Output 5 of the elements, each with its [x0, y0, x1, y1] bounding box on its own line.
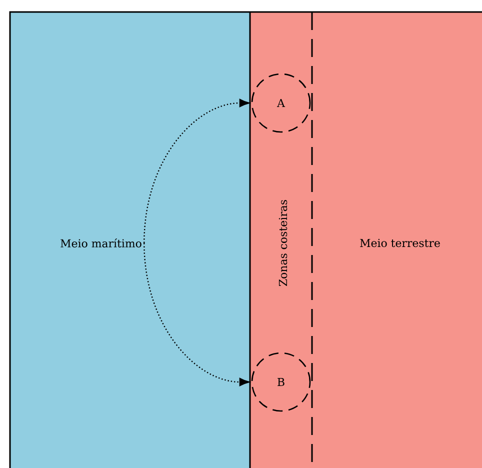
- region-label: Meio marítimo: [60, 238, 142, 248]
- arrow: [144, 242, 250, 386]
- arrow: [144, 98, 250, 244]
- region-label: Meio terrestre: [360, 238, 440, 248]
- region-label: Zonas costeiras: [278, 200, 288, 286]
